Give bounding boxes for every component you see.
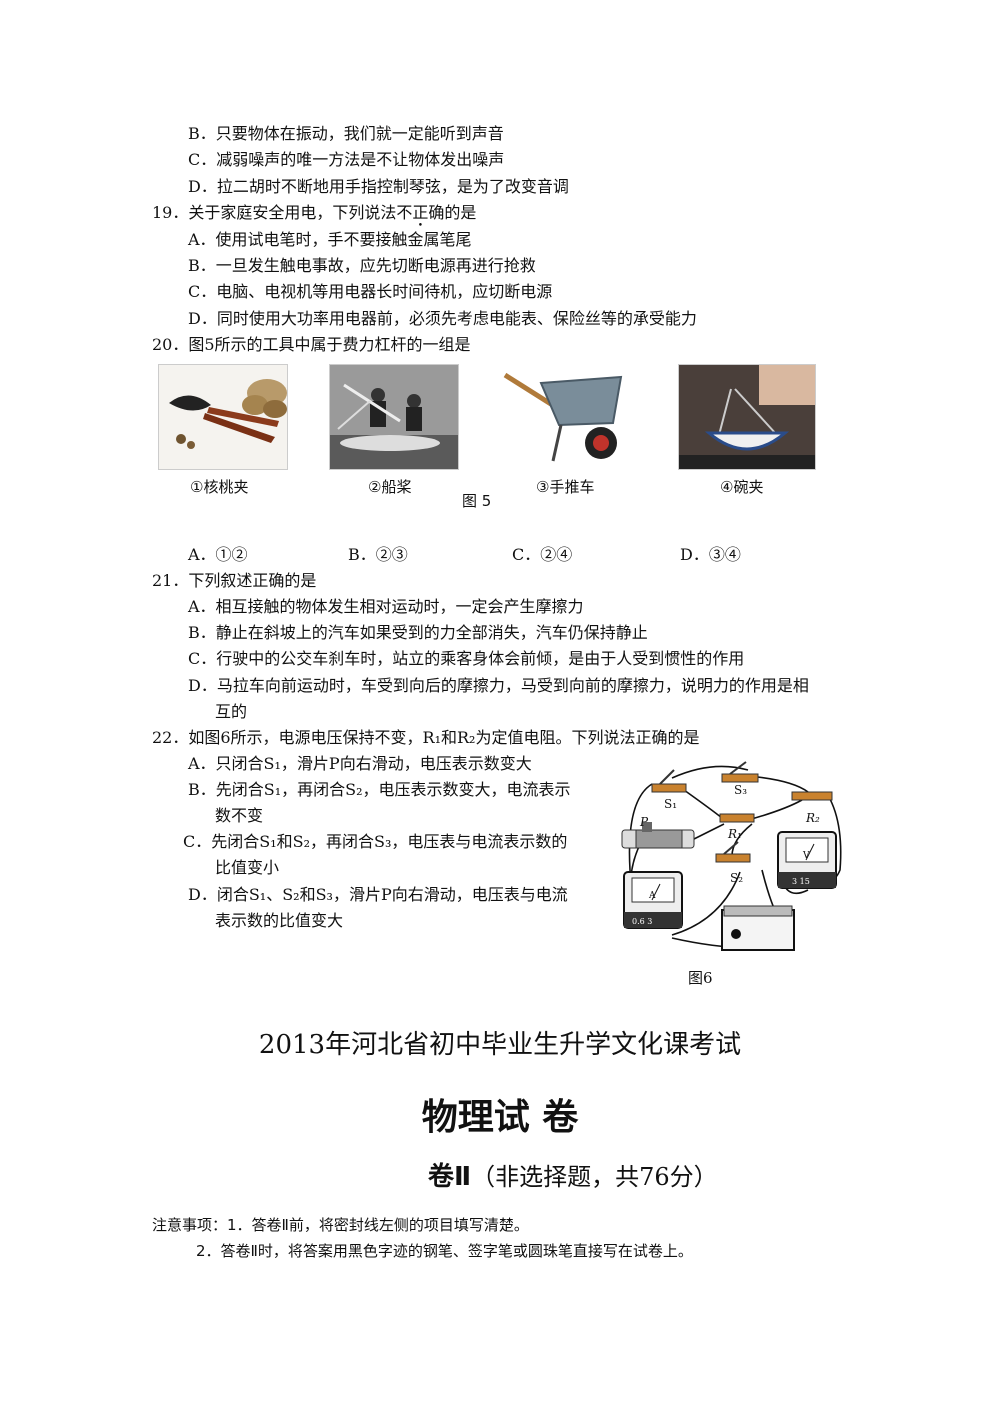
- q19-option-c: C．电脑、电视机等用电器长时间待机，应切断电源: [188, 282, 553, 301]
- figure6-label: 图6: [688, 969, 713, 987]
- q22-option-b-continued: 数不变: [215, 806, 264, 825]
- wheelbarrow-image: [500, 364, 630, 470]
- q20-option-c: C．②④: [512, 545, 573, 564]
- s1-label: S₁: [664, 797, 677, 811]
- q22-option-d: D．闭合S₁、S₂和S₃，滑片P向右滑动，电压表与电流: [188, 885, 568, 904]
- q22-option-b: B．先闭合S₁，再闭合S₂，电压表示数变大，电流表示: [188, 780, 571, 799]
- exam-title: 2013年河北省初中毕业生升学文化课考试: [258, 1030, 742, 1060]
- q21-option-d-continued: 互的: [215, 702, 248, 721]
- r1-label: R₁: [727, 827, 742, 841]
- q19-option-b: B．一旦发生触电事故，应先切断电源再进行抢救: [188, 256, 536, 275]
- q19-stem: 19．关于家庭安全用电，下列说法不正确的是: [152, 203, 476, 223]
- q20-option-a: A．①②: [188, 545, 248, 564]
- bowl-clamp-image: [678, 364, 816, 470]
- q19-option-a: A．使用试电笔时，手不要接触金属笔尾: [188, 230, 472, 249]
- q19-option-d: D．同时使用大功率用电器前，必须先考虑电能表、保险丝等的承受能力: [188, 309, 697, 328]
- slider-p-label: P: [639, 815, 649, 829]
- nutcracker-image: [158, 364, 288, 470]
- figure5-caption-1: ①核桃夹: [190, 478, 249, 496]
- q18-option-b: B．只要物体在振动，我们就一定能听到声音: [188, 124, 504, 143]
- q22-stem: 22．如图6所示，电源电压保持不变，R₁和R₂为定值电阻。下列说法正确的是: [152, 728, 700, 747]
- figure5-caption-4: ④碗夹: [720, 478, 764, 496]
- q22-option-c: C．先闭合S₁和S₂，再闭合S₃，电压表与电流表示数的: [183, 832, 568, 851]
- q21-stem: 21．下列叙述正确的是: [152, 571, 317, 590]
- voltmeter-label: V: [802, 851, 810, 861]
- figure5-caption-3: ③手推车: [536, 478, 595, 496]
- note-1: 注意事项：1．答卷Ⅱ前，将密封线左侧的项目填写清楚。: [152, 1216, 529, 1234]
- q21-option-c: C．行驶中的公交车刹车时，站立的乘客身体会前倾，是由于人受到惯性的作用: [188, 649, 745, 668]
- emphasis-text: 不正确: [396, 203, 444, 222]
- q21-option-d: D．马拉车向前运动时，车受到向后的摩擦力，马受到向前的摩擦力，说明力的作用是相: [188, 676, 809, 695]
- q20-option-d: D．③④: [680, 545, 741, 564]
- circuit-diagram: S₁ S₃ R₁ R₂ S₂ P A V 0.6 3 3 15: [621, 761, 842, 951]
- ammeter-label: A: [648, 891, 656, 901]
- figure5-label: 图 5: [462, 492, 492, 510]
- r2-label: R₂: [805, 811, 820, 825]
- q20-option-b: B．②③: [348, 545, 408, 564]
- q18-option-c: C．减弱噪声的唯一方法是不让物体发出噪声: [188, 150, 505, 169]
- note-2: 2．答卷Ⅱ时，将答案用黑色字迹的钢笔、签字笔或圆珠笔直接写在试卷上。: [196, 1242, 693, 1260]
- figure5-caption-2: ②船桨: [368, 478, 412, 496]
- q18-option-d: D．拉二胡时不断地用手指控制琴弦，是为了改变音调: [188, 177, 569, 196]
- s2-label: S₂: [730, 871, 743, 885]
- q22-option-c-continued: 比值变小: [215, 858, 280, 877]
- s3-label: S₃: [734, 783, 747, 797]
- voltmeter-scale: 3 15: [792, 877, 810, 886]
- q21-option-b: B．静止在斜坡上的汽车如果受到的力全部消失，汽车仍保持静止: [188, 623, 648, 642]
- part-heading: 卷Ⅱ（非选择题，共76分）: [428, 1162, 718, 1192]
- q20-stem: 20．图5所示的工具中属于费力杠杆的一组是: [152, 335, 471, 354]
- q21-option-a: A．相互接触的物体发生相对运动时，一定会产生摩擦力: [188, 597, 584, 616]
- q22-option-a: A．只闭合S₁，滑片P向右滑动，电压表示数变大: [188, 754, 532, 773]
- exam-subject: 物理试 卷: [421, 1097, 579, 1138]
- q22-option-d-continued: 表示数的比值变大: [215, 911, 344, 930]
- ammeter-scale: 0.6 3: [632, 917, 652, 926]
- paddle-image: [329, 364, 459, 470]
